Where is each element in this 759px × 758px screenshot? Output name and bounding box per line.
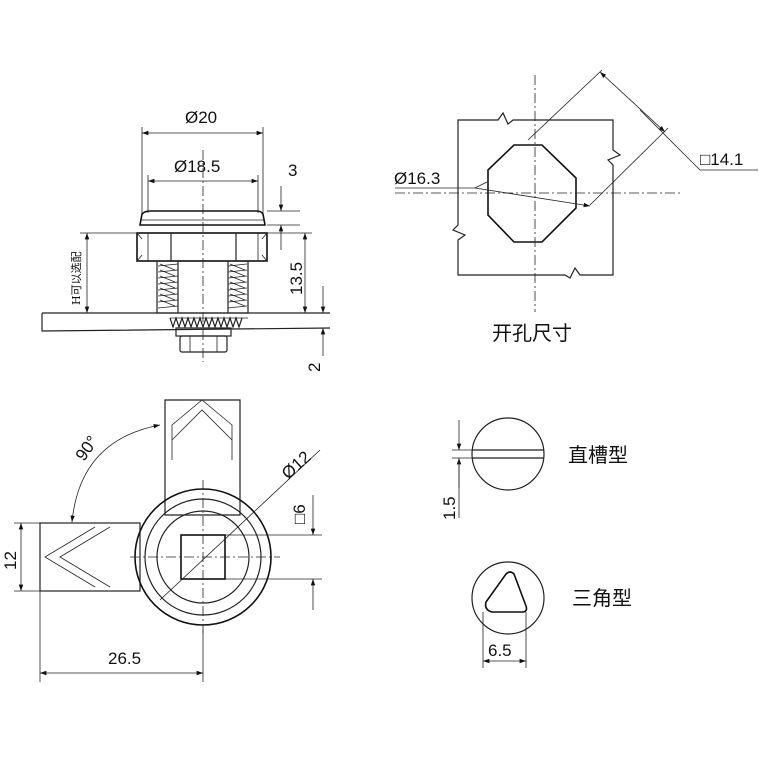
side-view: Ø20 Ø18.5 <box>41 108 331 372</box>
dim-12: 12 <box>1 551 20 570</box>
dim-26-5: 26.5 <box>108 649 141 668</box>
dim-d12: Ø12 <box>278 447 315 483</box>
dim-d16-3: Ø16.3 <box>394 169 440 188</box>
dim-sq6: □6 <box>290 504 309 524</box>
dim-d20: Ø20 <box>185 108 217 127</box>
label-cutout-size: 开孔尺寸 <box>492 321 572 345</box>
dim-angle-90: 90° <box>72 432 102 464</box>
triangle-type-view: 6.5 三角型 <box>471 561 632 668</box>
slot-type-view: 1.5 直槽型 <box>440 417 628 520</box>
label-triangle-type: 三角型 <box>572 586 632 610</box>
dim-slot-1-5: 1.5 <box>440 496 459 520</box>
label-h-optional: H可以选配 <box>70 251 83 305</box>
dim-3: 3 <box>288 161 297 180</box>
thread-left <box>157 263 179 309</box>
front-view: 90° Ø12 □6 12 26.5 <box>1 399 322 682</box>
thread-right <box>227 263 248 309</box>
dim-sq14-1: □14.1 <box>700 150 743 169</box>
dim-tri-6-5: 6.5 <box>488 641 512 660</box>
cutout-view: Ø16.3 □14.1 开孔尺寸 <box>394 69 758 345</box>
label-slot-type: 直槽型 <box>568 443 628 467</box>
cutout-octagon <box>487 144 577 243</box>
dim-d18-5: Ø18.5 <box>174 157 220 176</box>
dim-2: 2 <box>305 363 324 372</box>
dim-13-5: 13.5 <box>287 262 306 295</box>
